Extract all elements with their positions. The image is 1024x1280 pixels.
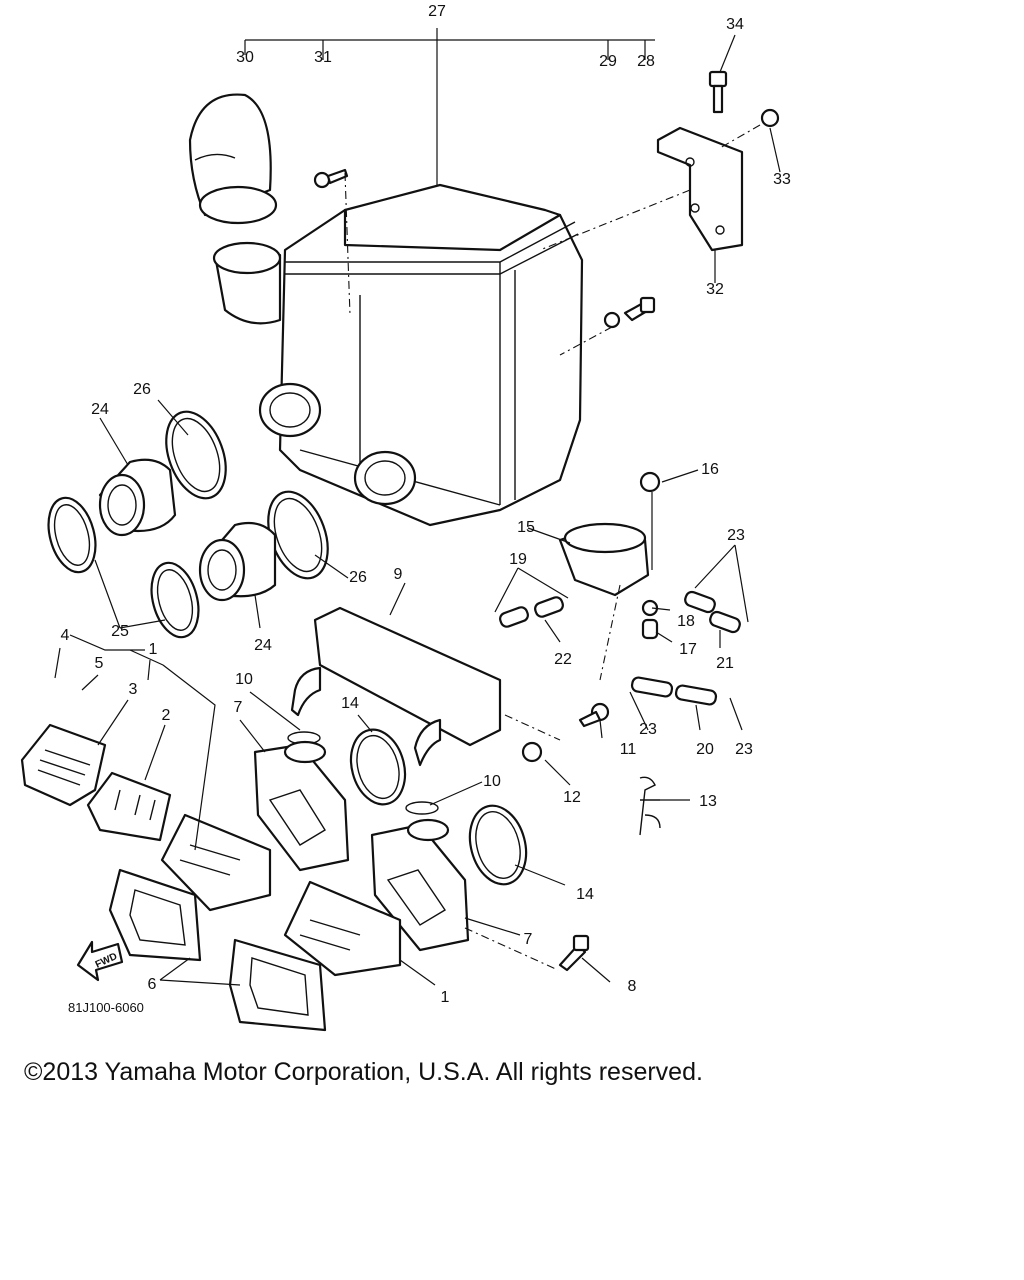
callout-31: 31 bbox=[314, 49, 332, 66]
callout-11: 11 bbox=[620, 741, 637, 758]
callout-16: 16 bbox=[701, 461, 719, 478]
callout-24-upper: 24 bbox=[91, 401, 109, 418]
fasteners-11-12-13 bbox=[521, 702, 661, 836]
callout-7-upper: 7 bbox=[234, 699, 243, 716]
callout-24-lower: 24 bbox=[254, 637, 272, 654]
copyright-notice: ©2013 Yamaha Motor Corporation, U.S.A. A… bbox=[24, 1058, 703, 1086]
callout-27: 27 bbox=[428, 3, 446, 20]
callout-1-upper: 1 bbox=[149, 641, 158, 658]
reed-valves bbox=[20, 723, 402, 1032]
callout-30: 30 bbox=[236, 49, 254, 66]
callout-14-upper: 14 bbox=[341, 695, 359, 712]
callout-34: 34 bbox=[726, 16, 744, 33]
callout-33: 33 bbox=[773, 171, 791, 188]
callout-22: 22 bbox=[554, 651, 572, 668]
exploded-parts-diagram: 27 30 31 29 28 34 33 32 26 24 25 26 24 9… bbox=[20, 3, 791, 1032]
intake-joints bbox=[47, 410, 329, 639]
fastener-28-29 bbox=[559, 296, 656, 356]
bracket-32 bbox=[539, 70, 780, 252]
callout-28: 28 bbox=[637, 53, 655, 70]
leader-lines bbox=[54, 34, 781, 986]
callout-labels: 27 30 31 29 28 34 33 32 26 24 25 26 24 9… bbox=[61, 3, 791, 1015]
callout-14-lower: 14 bbox=[576, 886, 594, 903]
bolt-8 bbox=[464, 927, 590, 972]
callout-23-a: 23 bbox=[727, 527, 745, 544]
callout-15: 15 bbox=[517, 519, 535, 536]
callout-21: 21 bbox=[716, 655, 734, 672]
callout-19: 19 bbox=[509, 551, 527, 568]
callout-5: 5 bbox=[95, 655, 104, 672]
callout-20: 20 bbox=[696, 741, 714, 758]
callout-2: 2 bbox=[162, 707, 171, 724]
diagram-code: 81J100-6060 bbox=[68, 1000, 144, 1015]
callout-13: 13 bbox=[699, 793, 717, 810]
callout-6: 6 bbox=[148, 976, 157, 993]
callout-8: 8 bbox=[628, 978, 637, 995]
callout-18: 18 bbox=[677, 613, 695, 630]
callout-26-upper: 26 bbox=[133, 381, 151, 398]
callout-4: 4 bbox=[61, 627, 70, 644]
callout-1-lower: 1 bbox=[441, 989, 450, 1006]
air-box bbox=[212, 28, 655, 527]
callout-23-c: 23 bbox=[735, 741, 753, 758]
callout-9: 9 bbox=[394, 566, 403, 583]
fuel-pump bbox=[499, 471, 741, 706]
intake-silencer bbox=[290, 606, 561, 767]
callout-25: 25 bbox=[111, 623, 129, 640]
callout-3: 3 bbox=[129, 681, 138, 698]
callout-10-upper: 10 bbox=[235, 671, 253, 688]
screw-31 bbox=[313, 168, 351, 316]
intake-duct bbox=[188, 93, 278, 225]
callout-23-b: 23 bbox=[639, 721, 657, 738]
callout-7-lower: 7 bbox=[524, 931, 533, 948]
callout-32: 32 bbox=[706, 281, 724, 298]
callout-17: 17 bbox=[679, 641, 697, 658]
callout-10-lower: 10 bbox=[483, 773, 501, 790]
clamps-14 bbox=[287, 728, 528, 886]
callout-12: 12 bbox=[563, 789, 581, 806]
callout-29: 29 bbox=[599, 53, 617, 70]
callout-26-lower: 26 bbox=[349, 569, 367, 586]
